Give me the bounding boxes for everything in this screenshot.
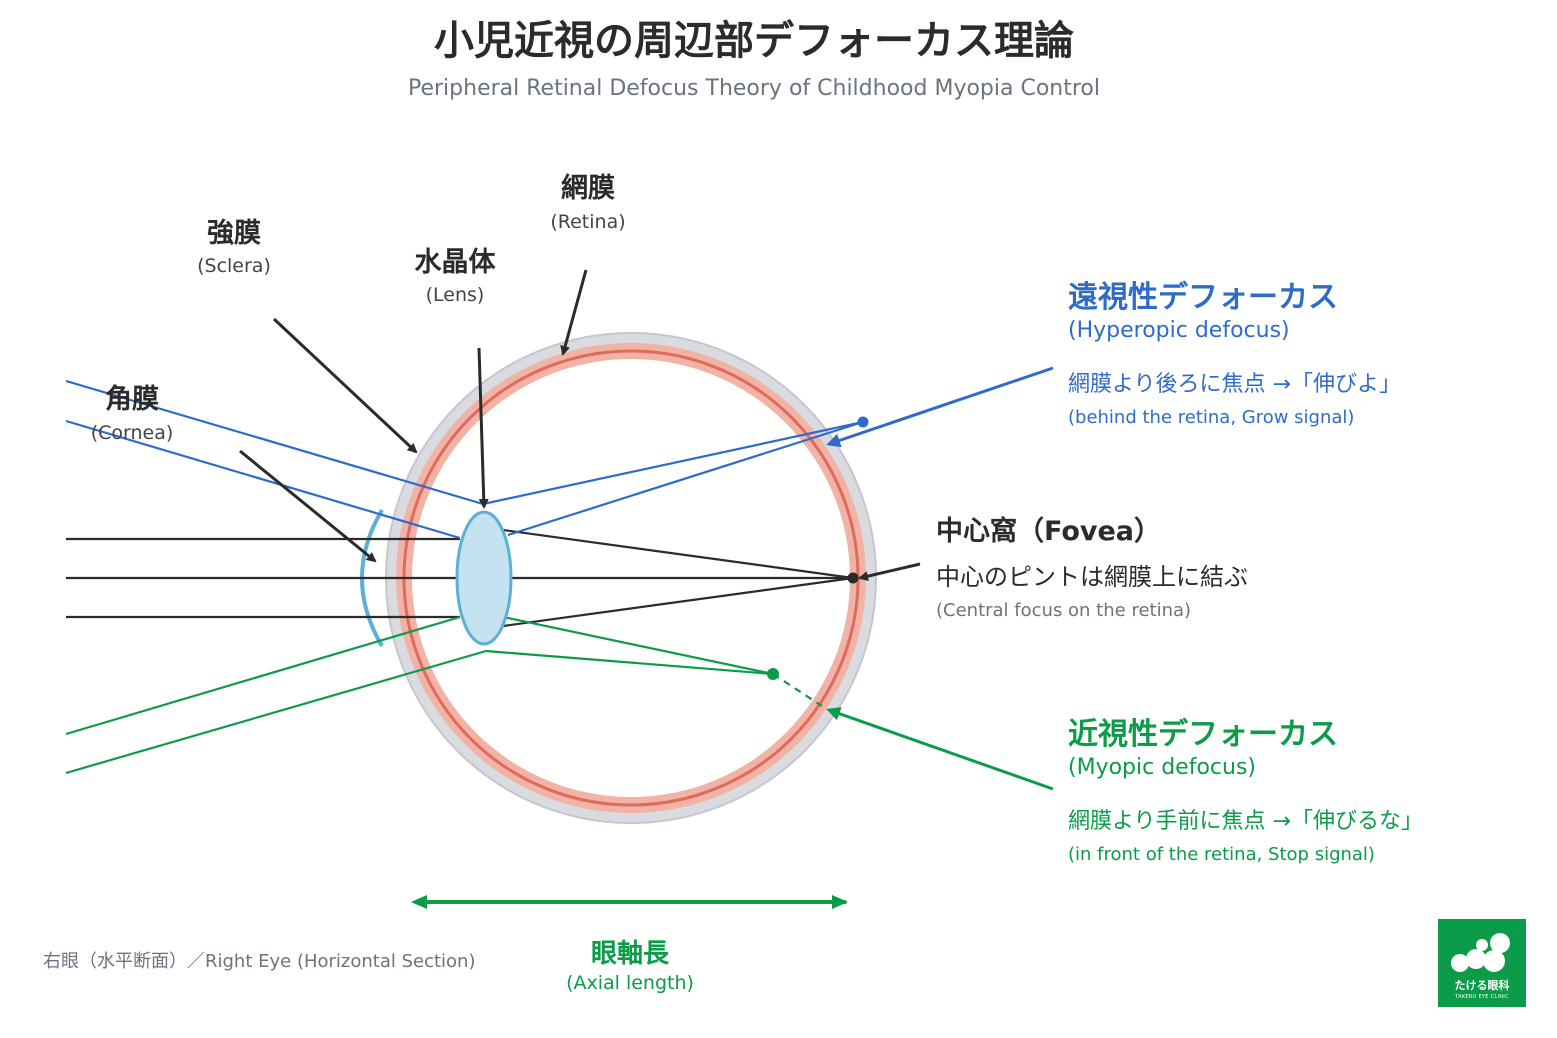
cornea-label: 角膜 bbox=[105, 384, 159, 415]
hyperopic-pointer-arrow bbox=[826, 366, 1054, 448]
myopic-desc-en: (in front of the retina, Stop signal) bbox=[1068, 844, 1375, 865]
fovea-desc-en: (Central focus on the retina) bbox=[936, 600, 1192, 621]
section-footnote: 右眼（水平断面）／Right Eye (Horizontal Section) bbox=[43, 951, 476, 972]
hyperopic-title: 遠視性デフォーカス bbox=[1068, 280, 1338, 315]
myopic-pointer-arrow bbox=[826, 707, 1054, 791]
page-title: 小児近視の周辺部デフォーカス理論 bbox=[434, 18, 1074, 64]
hyperopic-rays bbox=[65, 379, 864, 540]
fovea-point bbox=[847, 572, 859, 584]
myopic-rays bbox=[65, 615, 823, 775]
sclera-label: 強膜 bbox=[207, 218, 261, 249]
myopic-title: 近視性デフォーカス bbox=[1068, 717, 1338, 752]
clinic-logo-icon bbox=[1451, 933, 1510, 972]
label-arrows bbox=[239, 269, 921, 582]
retina-label-en: (Retina) bbox=[550, 211, 626, 233]
axial-length-label-en: (Axial length) bbox=[566, 972, 694, 994]
hyperopic-desc-en: (behind the retina, Grow signal) bbox=[1068, 407, 1355, 428]
clinic-logo: たける眼科 TAKERU EYE CLINIC bbox=[1438, 919, 1526, 1007]
myopic-desc: 網膜より手前に焦点 →「伸びるな」 bbox=[1068, 809, 1423, 834]
clinic-logo-sub: TAKERU EYE CLINIC bbox=[1455, 994, 1509, 1000]
myopic-subtitle: (Myopic defocus) bbox=[1068, 755, 1256, 780]
fovea-title: 中心窩（Fovea） bbox=[936, 516, 1162, 547]
fovea-desc: 中心のピントは網膜上に結ぶ bbox=[936, 563, 1248, 591]
cornea-label-en: (Cornea) bbox=[90, 422, 174, 444]
clinic-logo-name: たける眼科 bbox=[1454, 979, 1510, 992]
page-subtitle: Peripheral Retinal Defocus Theory of Chi… bbox=[407, 76, 1100, 101]
lens-label-en: (Lens) bbox=[425, 284, 485, 306]
myopic-focus-point bbox=[767, 668, 779, 680]
retina-label: 網膜 bbox=[561, 173, 615, 204]
axial-length-label: 眼軸長 bbox=[590, 939, 669, 969]
axial-length-arrow-start bbox=[411, 895, 427, 909]
hyperopic-subtitle: (Hyperopic defocus) bbox=[1068, 318, 1290, 343]
hyperopic-focus-point bbox=[857, 416, 869, 428]
sclera-label-en: (Sclera) bbox=[197, 255, 271, 277]
lens-shape bbox=[455, 510, 513, 646]
hyperopic-desc: 網膜より後ろに焦点 →「伸びよ」 bbox=[1068, 372, 1401, 397]
lens-label: 水晶体 bbox=[414, 247, 496, 278]
